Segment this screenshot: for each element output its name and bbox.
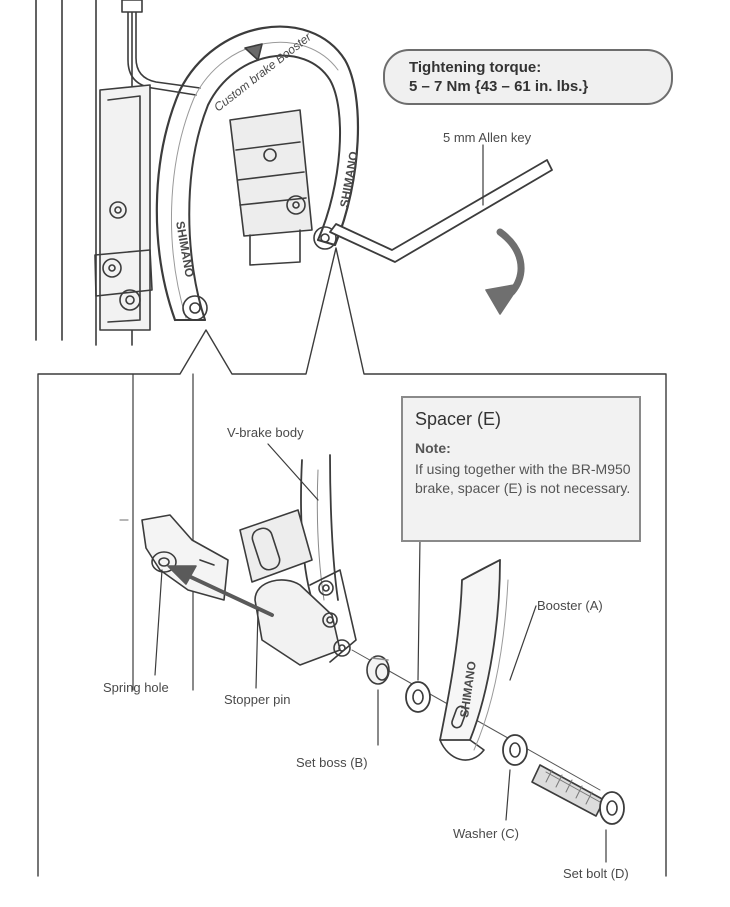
brand-mark-left: SHIMANO [173, 220, 197, 278]
label-washer: Washer (C) [453, 826, 519, 841]
booster-arch-top [155, 25, 360, 322]
set-boss-part [366, 655, 390, 685]
v-brake-arms-top [94, 84, 313, 331]
brake-cable [121, 0, 201, 96]
leader-lines [154, 443, 607, 863]
label-spring-hole: Spring hole [103, 680, 169, 695]
booster-detail [439, 559, 509, 761]
label-v-brake-body: V-brake body [227, 425, 304, 440]
spacer-note-label: Note: [415, 440, 451, 456]
set-bolt-part [531, 764, 625, 825]
insertion-arrow [167, 565, 274, 617]
detail-callout-frame [37, 247, 667, 877]
label-stopper-pin: Stopper pin [224, 692, 291, 707]
spacer-note-box: Spacer (E) Note: If using together with … [401, 396, 641, 542]
rotation-arrow [485, 228, 525, 315]
spacer-part [405, 681, 431, 713]
spring-socket [141, 514, 229, 601]
label-set-bolt: Set bolt (D) [563, 866, 629, 881]
torque-value: 5 – 7 Nm {43 – 61 in. lbs.} [409, 78, 589, 95]
spacer-note-text: If using together with the BR-M950 brake… [415, 461, 631, 496]
allen-key-label: 5 mm Allen key [443, 130, 532, 145]
label-set-boss: Set boss (B) [296, 755, 368, 770]
torque-title: Tightening torque: [409, 59, 542, 76]
washer-part [502, 734, 528, 766]
brand-mark-right: SHIMANO [337, 150, 361, 208]
torque-callout: Tightening torque: 5 – 7 Nm {43 – 61 in.… [383, 49, 673, 105]
label-booster: Booster (A) [537, 598, 603, 613]
v-brake-body-detail [239, 454, 357, 666]
spacer-title: Spacer (E) [415, 409, 502, 429]
allen-key [329, 144, 553, 263]
detail-fork-lines [119, 373, 194, 691]
